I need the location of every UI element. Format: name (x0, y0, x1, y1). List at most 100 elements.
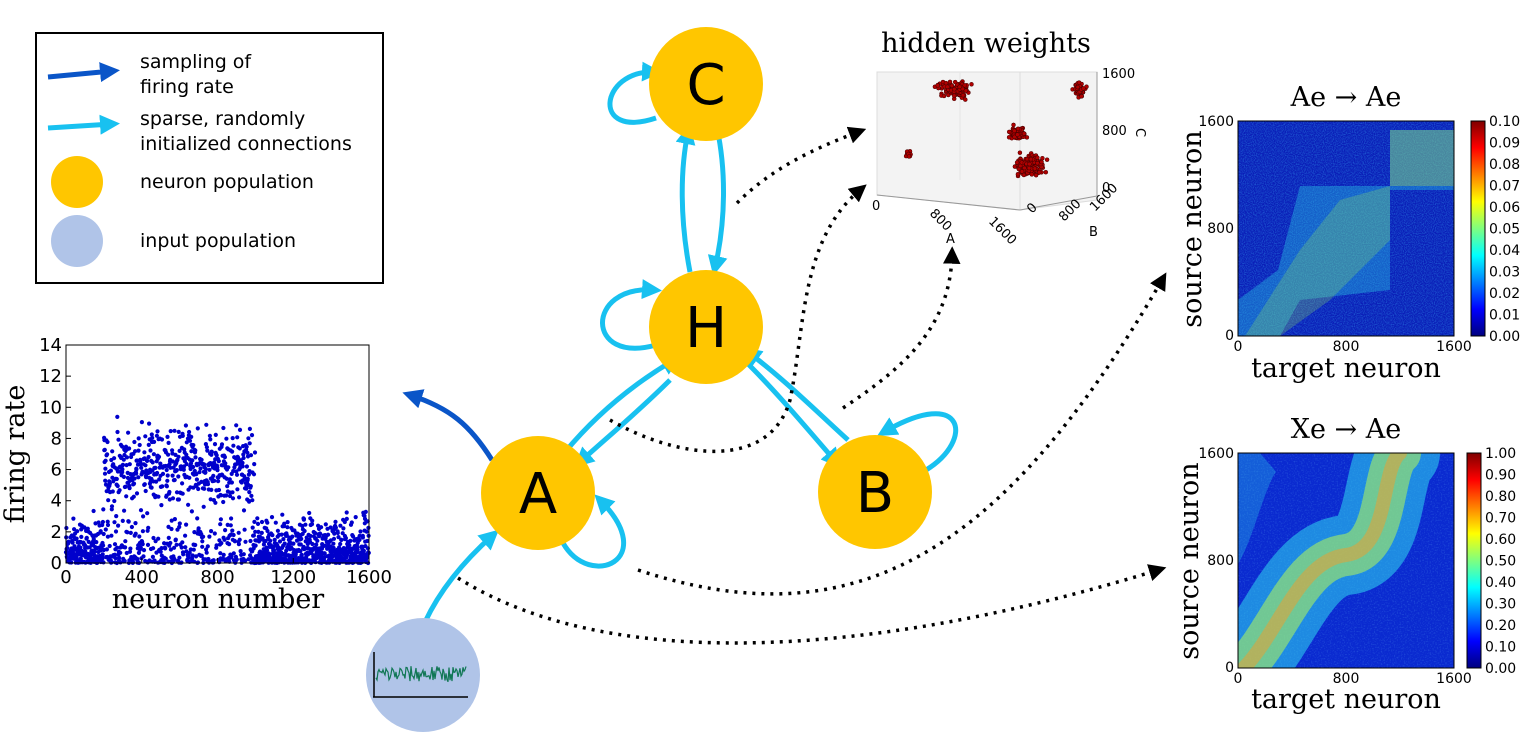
weight-point (1076, 80, 1082, 85)
firing-rate-point (209, 529, 214, 534)
firing-rate-point (150, 435, 155, 440)
firing-rate-point (115, 545, 120, 550)
firing-rate-point (109, 533, 114, 538)
firing-rate-point (116, 437, 121, 442)
weight-point (969, 82, 974, 87)
firing-rate-point (134, 458, 139, 463)
colorbar-tick-label: 0.01 (1489, 308, 1520, 324)
firing-rate-point (282, 521, 287, 526)
node-b-label: B (856, 461, 894, 526)
firing-rate-point (152, 439, 157, 444)
weight-point (1039, 159, 1044, 165)
firing-rate-point (112, 552, 117, 557)
firing-rate-point (139, 420, 144, 425)
firing-rate-point (195, 426, 200, 431)
node-h-circle (649, 270, 763, 384)
firing-rate-point (151, 546, 156, 551)
firing-rate-point (205, 544, 210, 549)
firing-rate-point (222, 455, 227, 460)
firing-rate-point (177, 555, 182, 560)
heatmap-ae-y-tick: 800 (1207, 221, 1234, 237)
heatmap-xe-band (1238, 453, 1421, 668)
firing-rate-point (71, 516, 76, 521)
firing-rate-point (197, 470, 202, 475)
hidden-weights-a-axis (876, 194, 1021, 211)
firing-rate-point (270, 533, 275, 538)
firing-rate-point (98, 529, 103, 534)
firing-rate-point (268, 538, 273, 543)
firing-rate-point (168, 547, 173, 552)
firing-rate-point (140, 529, 145, 534)
weight-point (1014, 160, 1020, 165)
firing-rate-point (166, 524, 171, 530)
firing-rate-point (158, 549, 163, 554)
firing-rate-point (122, 558, 127, 564)
firing-rate-point (196, 526, 201, 531)
heatmap-xe-band (1238, 453, 1279, 564)
firing-rate-point (216, 487, 222, 493)
weight-point (1006, 135, 1012, 140)
firing-rate-point (187, 475, 192, 480)
hidden-weights-b-axis (1019, 195, 1098, 211)
firing-rate-point (252, 519, 257, 525)
firing-rate-point (138, 508, 144, 513)
firing-rate-point (113, 529, 119, 534)
colorbar-tick-label: 1.00 (1485, 446, 1516, 462)
firing-rate-point (177, 448, 182, 453)
firing-rate-point (107, 543, 112, 549)
hidden-weights-a-tick: 1600 (985, 214, 1019, 248)
firing-rate-point (151, 535, 156, 541)
firing-rate-point (114, 476, 119, 482)
firing-rate-point (357, 537, 362, 543)
firing-rate-point (290, 534, 295, 539)
firing-rate-point (176, 454, 181, 459)
heatmap-xe-y-tick: 0 (1225, 660, 1234, 676)
firing-rate-point (146, 442, 151, 447)
firing-rate-point (150, 460, 155, 465)
firing-rate-point (156, 494, 161, 499)
weight-point (1026, 165, 1032, 171)
heatmap-xe-ae: Xe → Ae 0 800 1600 0 800 1600 target neu… (1174, 414, 1516, 715)
firing-rate-point (165, 473, 170, 478)
firing-rate-point (173, 537, 178, 542)
firing-rate-point (256, 529, 261, 535)
firing-rate-point (229, 554, 234, 559)
firing-rate-point (101, 560, 106, 565)
firing-rate-point (252, 450, 258, 455)
firing-rate-point (216, 479, 221, 484)
firing-rate-point (247, 499, 252, 504)
firing-rate-point (344, 510, 349, 515)
firing-rate-point (284, 548, 289, 553)
firing-rate-point (252, 462, 257, 467)
firing-rate-point (136, 448, 141, 453)
weight-point (1032, 166, 1038, 171)
firing-rate-point (94, 540, 99, 545)
colorbar-tick-label: 0.20 (1485, 618, 1516, 634)
firing-rate-point (160, 484, 165, 489)
firing-rate-point (191, 464, 196, 470)
weight-point (1015, 126, 1021, 132)
weight-point (1012, 134, 1017, 140)
firing-rate-point (134, 491, 140, 496)
firing-rate-point (338, 523, 343, 528)
dotted-link-c-to-weights (735, 126, 867, 205)
heatmap-xe-y-label: source neuron (1174, 462, 1205, 659)
firing-rate-point (363, 509, 368, 514)
weight-point (1075, 84, 1081, 90)
x-tick-label: 400 (125, 567, 159, 588)
firing-rate-point (213, 432, 218, 437)
firing-rate-point (123, 545, 128, 550)
firing-rate-point (141, 548, 147, 553)
firing-rate-point (180, 540, 185, 545)
firing-rate-y-label: firing rate (0, 385, 31, 524)
firing-rate-point (172, 556, 177, 561)
firing-rate-point (124, 550, 129, 556)
firing-rate-point (170, 496, 176, 501)
firing-rate-point (349, 520, 354, 525)
edge-h-to-a (574, 378, 672, 468)
firing-rate-point (164, 467, 169, 473)
firing-rate-point (241, 552, 246, 557)
weight-point (1015, 132, 1020, 137)
x-tick-label: 1200 (270, 567, 316, 588)
